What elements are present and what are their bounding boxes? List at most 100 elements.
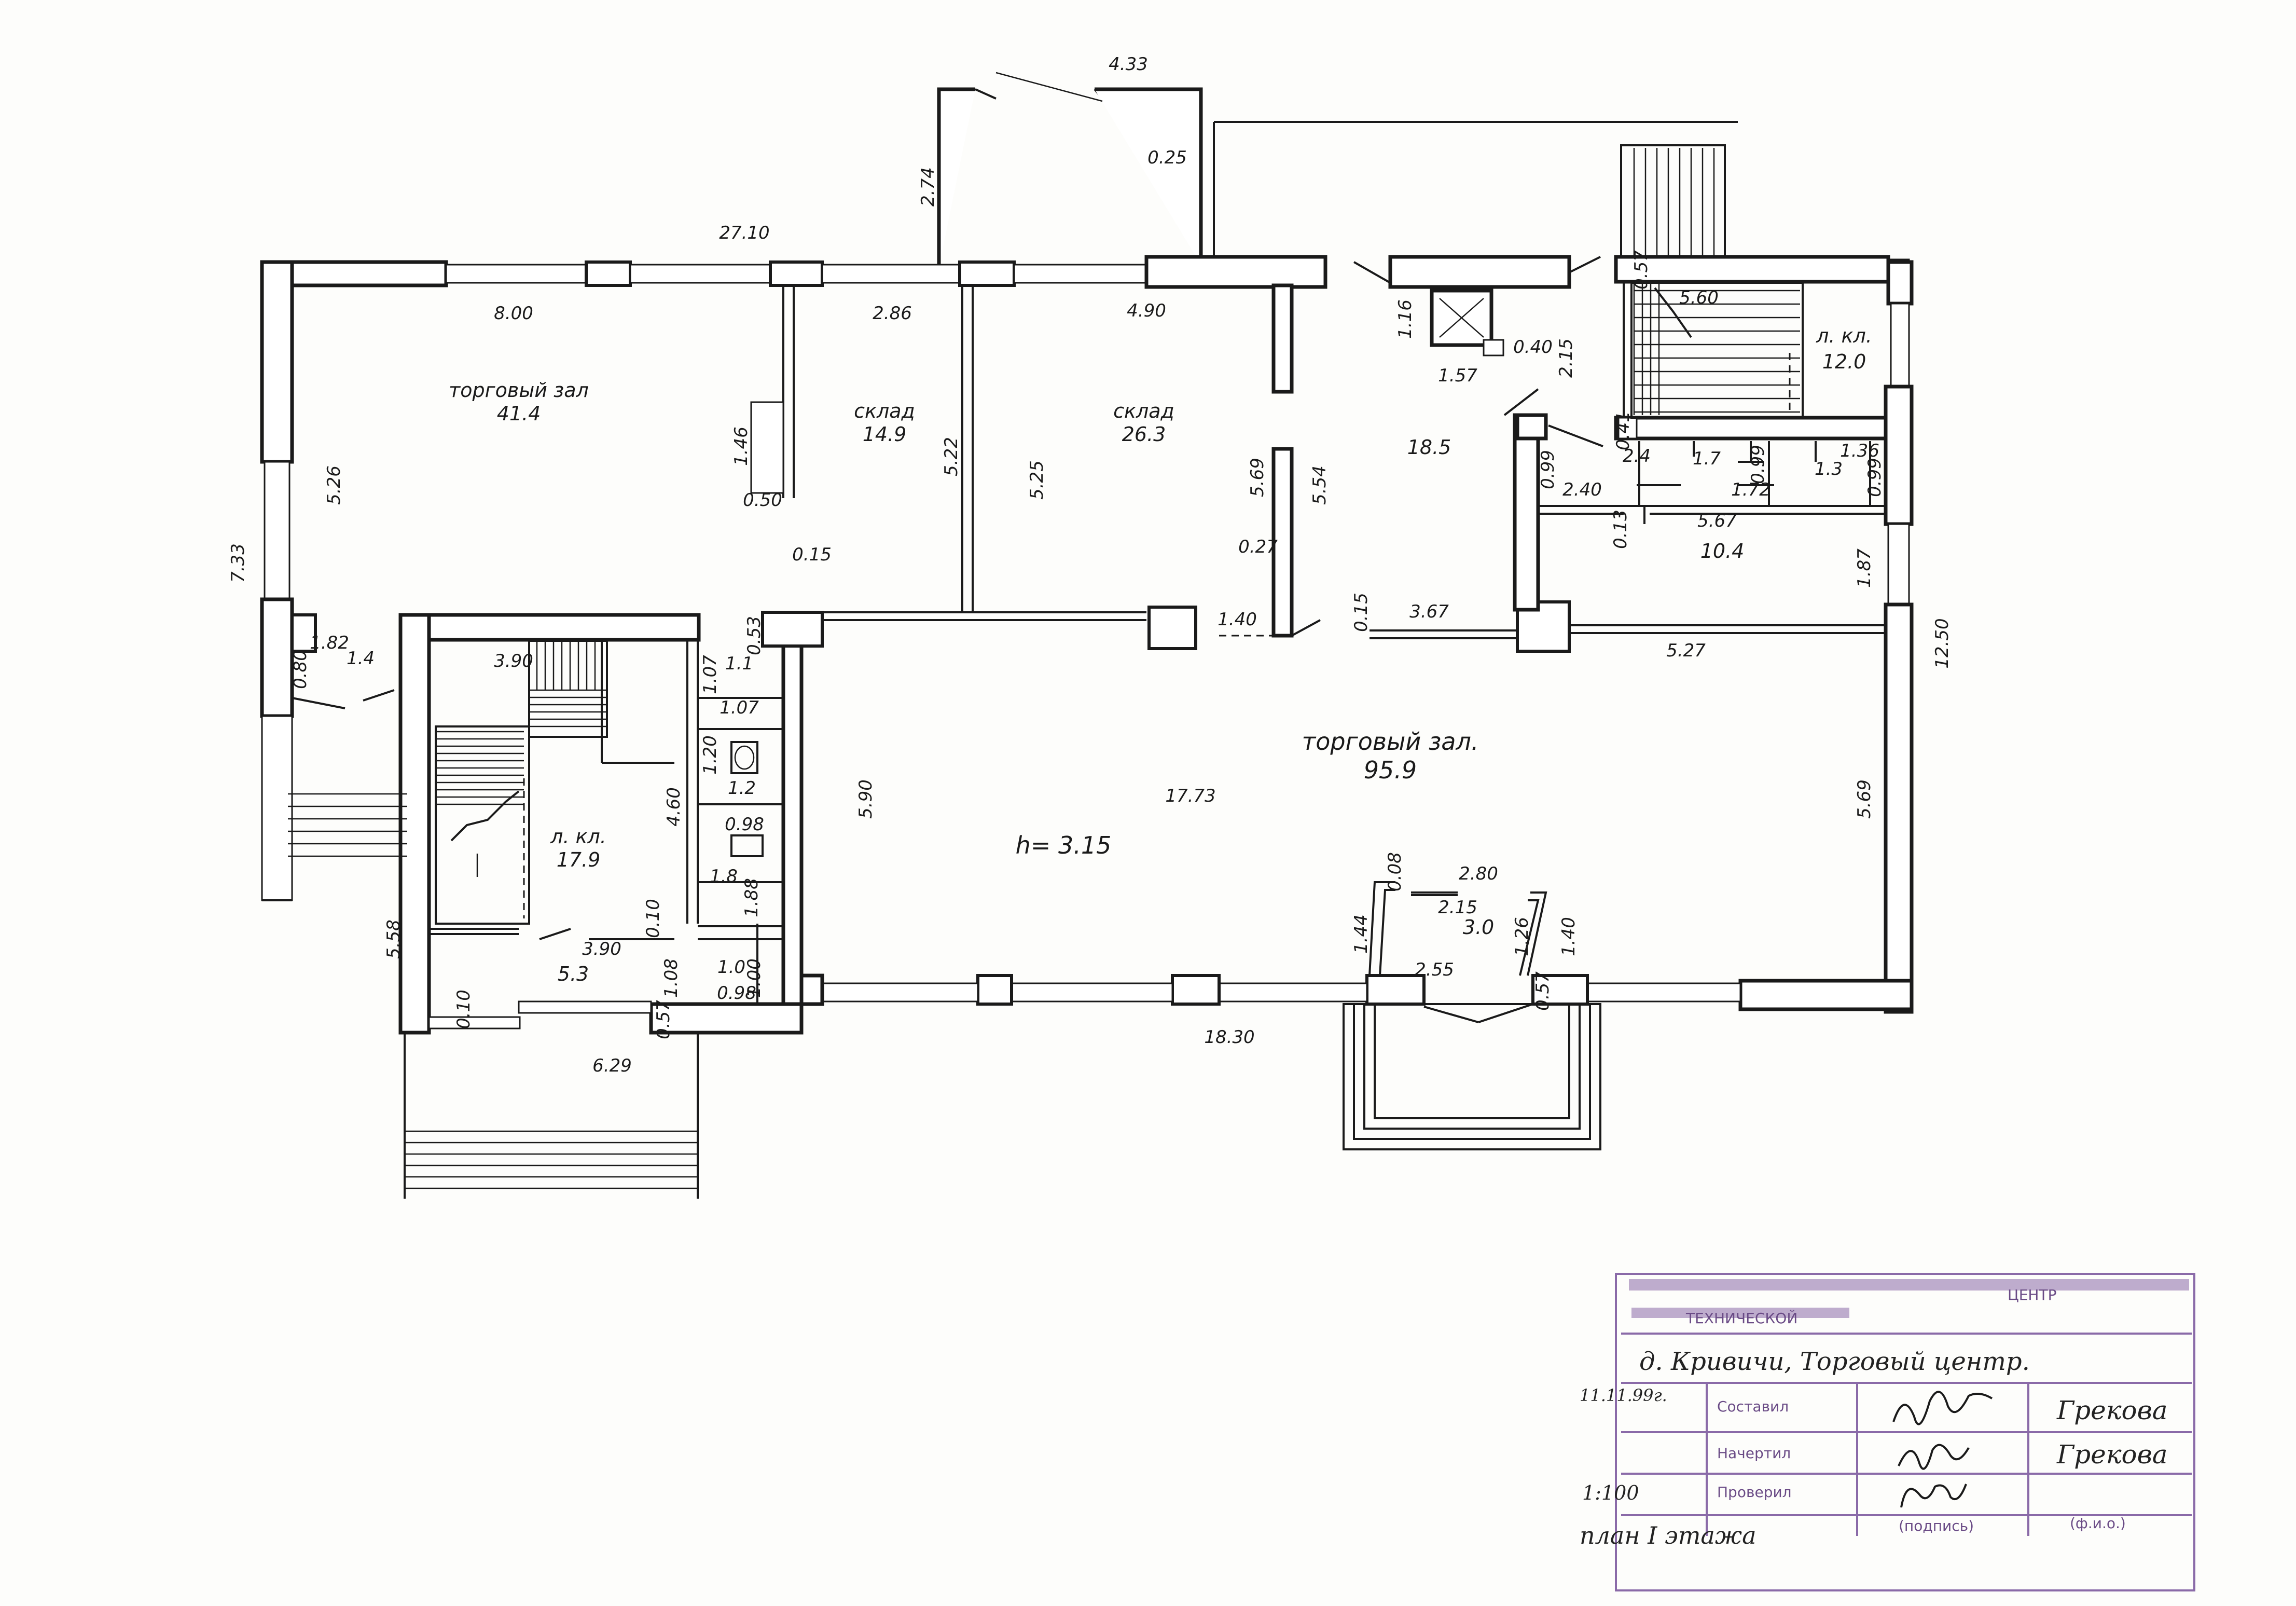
dim-1-46: 1.46 [731,427,752,466]
top-entry-porch [937,72,1738,267]
dim-1-1: 1.1 [725,653,753,674]
room-name-stair-right: л. кл. [1816,324,1872,347]
dim-0-99-a: 0.99 [1748,445,1768,484]
dim-5-69-left: 5.69 [1247,458,1268,497]
bottom-entry-steps [404,1033,699,1199]
room-name-stair-left: л. кл. [550,825,606,848]
dimension-labels: 27.10 4.33 2.74 0.25 8.00 2.86 4.90 1.16… [228,54,1953,1076]
signer-2: Грекова [2056,1439,2168,1470]
signature-3 [1900,1484,1967,1508]
dim-stair-r-w: 5.60 [1679,287,1719,308]
signature-2 [1898,1444,1970,1470]
sheet-title: план I этажа [1580,1521,1756,1549]
dim-0-99-c: 0.99 [1538,450,1558,489]
room-name-hall-small: торговый зал [449,379,589,402]
dim-0-40: 0.40 [1513,337,1553,358]
dim-4-60: 4.60 [663,787,684,827]
dim-1-88: 1.88 [741,878,762,917]
dim-1-57: 1.57 [1438,365,1477,386]
dim-1-8: 1.8 [710,866,738,887]
title-block: ЦЕНТР ТЕХНИЧЕСКОЙ д. Кривичи, Торговый ц… [1580,1273,2195,1591]
room-area-vestibule-left: 5.3 [558,963,589,985]
dim-1-40-mid: 1.40 [1218,609,1257,630]
dim-store1-w: 2.86 [873,303,912,324]
dim-1-16: 1.16 [1395,299,1416,339]
drawing-scale: 1:100 [1582,1481,1639,1504]
height-note: h= 3.15 [1016,831,1112,859]
dim-3-90-top: 3.90 [494,651,533,671]
dim-2-15: 2.15 [1556,338,1576,378]
signature-1 [1892,1391,1993,1425]
dim-0-57-top: 0.57 [1631,250,1652,290]
dim-0-10-a: 0.10 [643,899,663,938]
dim-1-7: 1.7 [1693,448,1721,469]
dim-hall-small-w: 8.00 [494,303,533,324]
dim-1-36: 1.36 [1840,441,1879,461]
dim-5-22: 5.22 [941,437,962,476]
dim-2-55: 2.55 [1415,959,1454,980]
dim-5-25: 5.25 [1027,460,1047,500]
dim-17-73: 17.73 [1165,786,1215,806]
dim-2-4: 2.4 [1623,446,1651,466]
left-stair [435,640,608,925]
outer-walls [260,255,1914,1035]
dim-2-15-b: 2.15 [1438,897,1477,918]
role-2: Начертил [1717,1445,1791,1462]
dim-0-98-a: 0.98 [725,814,764,835]
left-entry-steps [288,793,407,857]
room-area-18-5: 18.5 [1407,436,1451,459]
sign-caption: (подпись) [1899,1517,1974,1534]
dim-18-30: 18.30 [1204,1027,1254,1048]
dim-1-40-right: 1.40 [1558,917,1579,956]
dim-1-20: 1.20 [700,735,721,775]
name-caption: (ф.и.о.) [2070,1515,2126,1532]
dim-5-90: 5.90 [855,779,876,819]
room-area-vestibule-front: 3.0 [1463,916,1494,939]
dim-7-33: 7.33 [228,543,248,583]
dim-entry-top: 4.33 [1109,54,1148,75]
dim-5-58: 5.58 [383,919,404,959]
dim-1-2: 1.2 [728,778,756,799]
dim-1-44: 1.44 [1351,914,1372,954]
room-area-hall-main: 95.9 [1364,756,1417,784]
dim-5-67: 5.67 [1697,511,1737,531]
dim-0-57-left: 0.57 [653,1000,674,1039]
dim-0-57-right: 0.57 [1532,971,1553,1011]
room-area-hall-small: 41.4 [497,402,541,425]
dim-6-29: 6.29 [592,1055,632,1076]
dim-1-08: 1.08 [661,958,682,998]
dim-0-27: 0.27 [1238,537,1278,557]
dim-3-67: 3.67 [1409,601,1449,622]
dim-0-41: 0.41 [1613,411,1634,450]
dim-5-26: 5.26 [324,465,344,505]
org-line-1: ЦЕНТР [2008,1286,2056,1303]
dim-1-00: 1.00 [744,958,765,998]
dim-3-90-bot: 3.90 [582,939,621,959]
dim-entry-side: 2.74 [918,167,938,207]
dim-0-50: 0.50 [743,490,782,511]
dim-12-50: 12.50 [1932,618,1953,668]
dim-1-0: 1.0 [717,957,745,978]
dim-store2-w: 4.90 [1127,300,1166,321]
room-labels: торговый зал 41.4 склад 14.9 склад 26.3 … [449,324,1872,985]
dim-0-10-b: 0.10 [453,990,474,1029]
dim-1-82: 1.82 [310,633,349,653]
dim-5-54: 5.54 [1309,465,1330,505]
dim-0-08: 0.08 [1385,852,1405,891]
dim-entry-wall: 0.25 [1147,147,1187,168]
role-1: Составил [1717,1398,1789,1415]
room-area-store-1: 14.9 [863,423,907,446]
dim-0-98-b: 0.98 [717,983,756,1004]
room-area-store-2: 26.3 [1122,423,1166,446]
dim-1-87: 1.87 [1854,548,1875,588]
dim-0-13: 0.13 [1610,510,1631,549]
room-name-hall-main: торговый зал. [1302,727,1478,756]
dim-0-15-a: 0.15 [792,544,832,565]
dim-1-26: 1.26 [1512,917,1532,956]
dim-5-69-right: 5.69 [1854,779,1875,819]
room-area-stair-left: 17.9 [557,848,601,871]
front-porch-steps [1343,1003,1601,1150]
dim-1-07-b: 1.07 [720,697,759,718]
drawing-date: 11.11.99г. [1580,1385,1667,1405]
